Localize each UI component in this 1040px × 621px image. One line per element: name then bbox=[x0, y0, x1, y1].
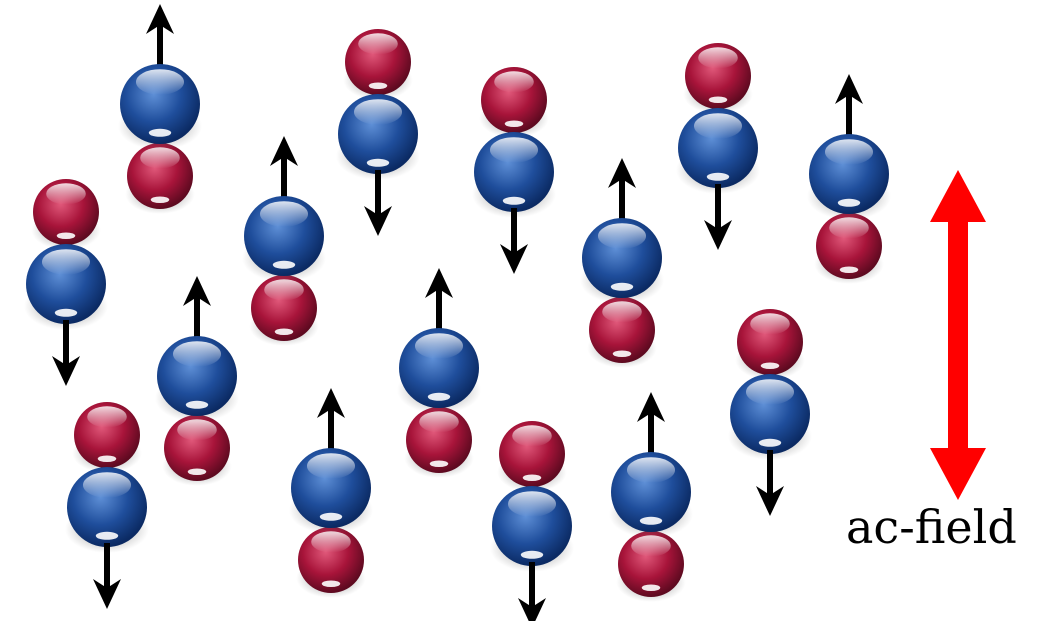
dipole bbox=[24, 179, 108, 386]
arrow-down-icon bbox=[704, 220, 732, 250]
highlight bbox=[706, 172, 730, 181]
highlight bbox=[639, 516, 663, 525]
highlight bbox=[641, 584, 661, 592]
highlight bbox=[610, 282, 634, 291]
highlight bbox=[150, 196, 170, 204]
highlight bbox=[136, 69, 184, 95]
highlight bbox=[272, 260, 296, 269]
highlight bbox=[427, 392, 451, 401]
ac-field-arrow bbox=[930, 170, 986, 500]
ac-field-label: ac-field bbox=[846, 500, 1017, 554]
highlight bbox=[708, 96, 728, 104]
highlight bbox=[46, 183, 86, 205]
highlight bbox=[148, 128, 172, 137]
highlight bbox=[512, 425, 552, 447]
dipole bbox=[242, 136, 326, 346]
highlight bbox=[746, 379, 794, 405]
highlight bbox=[187, 468, 207, 476]
arrow-down-icon bbox=[52, 356, 80, 386]
highlight bbox=[429, 460, 449, 468]
dipole-layer bbox=[24, 4, 891, 621]
highlight bbox=[520, 550, 544, 559]
highlight bbox=[839, 266, 859, 274]
highlight bbox=[185, 400, 209, 409]
highlight bbox=[698, 47, 738, 69]
dipole bbox=[336, 29, 420, 236]
highlight bbox=[602, 301, 642, 323]
highlight bbox=[508, 491, 556, 517]
arrow-down-icon bbox=[518, 598, 546, 621]
highlight bbox=[631, 535, 671, 557]
highlight bbox=[758, 438, 782, 447]
arrow-up-icon bbox=[835, 74, 863, 104]
arrow-up-icon bbox=[146, 4, 174, 34]
dipole bbox=[609, 392, 693, 602]
arrow-up-icon bbox=[608, 158, 636, 188]
highlight bbox=[627, 457, 675, 483]
arrow-up-icon bbox=[183, 276, 211, 306]
dipole bbox=[155, 276, 239, 486]
arrow-down-icon bbox=[93, 579, 121, 609]
arrow-down-icon bbox=[364, 206, 392, 236]
highlight bbox=[140, 147, 180, 169]
highlight bbox=[829, 217, 869, 239]
dipole bbox=[118, 4, 202, 214]
highlight bbox=[274, 328, 294, 336]
highlight bbox=[321, 580, 341, 588]
highlight bbox=[311, 531, 351, 553]
arrow-up-icon bbox=[317, 388, 345, 418]
dipole bbox=[676, 43, 760, 250]
highlight bbox=[598, 223, 646, 249]
highlight bbox=[177, 419, 217, 441]
arrow-down-icon bbox=[756, 486, 784, 516]
highlight bbox=[56, 232, 76, 240]
dipole bbox=[289, 388, 373, 598]
dipole bbox=[65, 402, 149, 609]
highlight bbox=[54, 308, 78, 317]
highlight bbox=[750, 313, 790, 335]
highlight bbox=[83, 472, 131, 498]
highlight bbox=[504, 120, 524, 128]
highlight bbox=[419, 411, 459, 433]
highlight bbox=[319, 512, 343, 521]
highlight bbox=[358, 33, 398, 55]
dipole bbox=[580, 158, 664, 368]
highlight bbox=[522, 474, 542, 482]
highlight bbox=[260, 201, 308, 227]
highlight bbox=[502, 196, 526, 205]
highlight bbox=[415, 333, 463, 359]
highlight bbox=[264, 279, 304, 301]
dipole bbox=[397, 268, 481, 478]
dipole bbox=[490, 421, 574, 621]
dipole bbox=[472, 67, 556, 274]
highlight bbox=[368, 82, 388, 90]
highlight bbox=[825, 139, 873, 165]
highlight bbox=[307, 453, 355, 479]
highlight bbox=[366, 158, 390, 167]
highlight bbox=[173, 341, 221, 367]
arrow-up-icon bbox=[425, 268, 453, 298]
arrow-up-icon bbox=[270, 136, 298, 166]
highlight bbox=[612, 350, 632, 358]
arrow-up-icon bbox=[637, 392, 665, 422]
highlight bbox=[97, 455, 117, 463]
highlight bbox=[494, 71, 534, 93]
highlight bbox=[42, 249, 90, 275]
highlight bbox=[354, 99, 402, 125]
highlight bbox=[490, 137, 538, 163]
highlight bbox=[95, 531, 119, 540]
highlight bbox=[694, 113, 742, 139]
highlight bbox=[87, 406, 127, 428]
highlight bbox=[837, 198, 861, 207]
dipole bbox=[728, 309, 812, 516]
highlight bbox=[760, 362, 780, 370]
dipole bbox=[807, 74, 891, 284]
arrow-down-icon bbox=[500, 244, 528, 274]
